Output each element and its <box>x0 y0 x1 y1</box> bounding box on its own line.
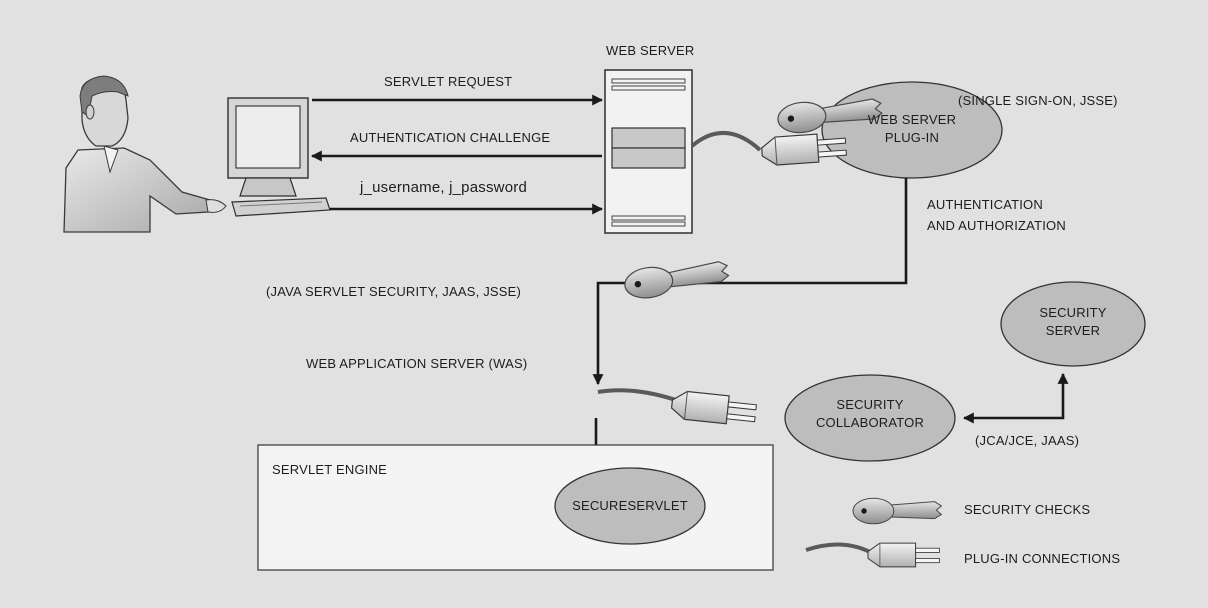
authn-to-was-connector <box>592 178 908 386</box>
legend-security-checks-label: SECURITY CHECKS <box>964 502 1091 517</box>
web-server-tower-icon <box>604 69 693 234</box>
authn-authz-label-1: AUTHENTICATION <box>927 197 1043 212</box>
web-server-plugin-label-1: WEB SERVER <box>867 112 957 127</box>
auth-challenge-label: AUTHENTICATION CHALLENGE <box>350 130 551 145</box>
security-server-label-2: SERVER <box>1045 323 1101 338</box>
was-plug-cable <box>597 388 677 402</box>
single-sign-on-label: (SINGLE SIGN-ON, JSSE) <box>958 93 1118 108</box>
server-plugin-cable <box>690 131 762 152</box>
servlet-request-label: SERVLET REQUEST <box>384 74 513 89</box>
collaborator-server-arrow <box>962 372 1069 424</box>
security-collaborator-label-1: SECURITY <box>836 397 904 412</box>
was-label: WEB APPLICATION SERVER (WAS) <box>306 356 528 371</box>
security-collaborator-label-2: COLLABORATOR <box>815 415 925 430</box>
security-server-label-1: SECURITY <box>1039 305 1107 320</box>
security-server-ellipse <box>1000 281 1146 367</box>
servlet-engine-label: SERVLET ENGINE <box>272 462 388 477</box>
security-collaborator-ellipse <box>784 374 956 462</box>
legend-plugin-connections-label: PLUG-IN CONNECTIONS <box>964 551 1121 566</box>
legend-key-icon <box>852 497 942 525</box>
legend-plug-icon <box>867 542 940 568</box>
jca-jce-label: (JCA/JCE, JAAS) <box>975 433 1080 448</box>
web-server-label: WEB SERVER <box>606 43 695 58</box>
secureservlet-ellipse <box>554 467 706 545</box>
credentials-label: j_username, j_password <box>360 179 527 196</box>
was-plug-icon <box>669 389 758 428</box>
secureservlet-label: SECURESERVLET <box>572 498 688 513</box>
web-server-plugin-label-2: PLUG-IN <box>884 130 940 145</box>
user-at-computer-icon <box>63 75 331 233</box>
was-key-icon <box>622 256 731 302</box>
authn-authz-label-2: AND AUTHORIZATION <box>927 218 1066 233</box>
legend-plug-cable <box>805 542 871 554</box>
java-servlet-security-label: (JAVA SERVLET SECURITY, JAAS, JSSE) <box>266 284 522 299</box>
